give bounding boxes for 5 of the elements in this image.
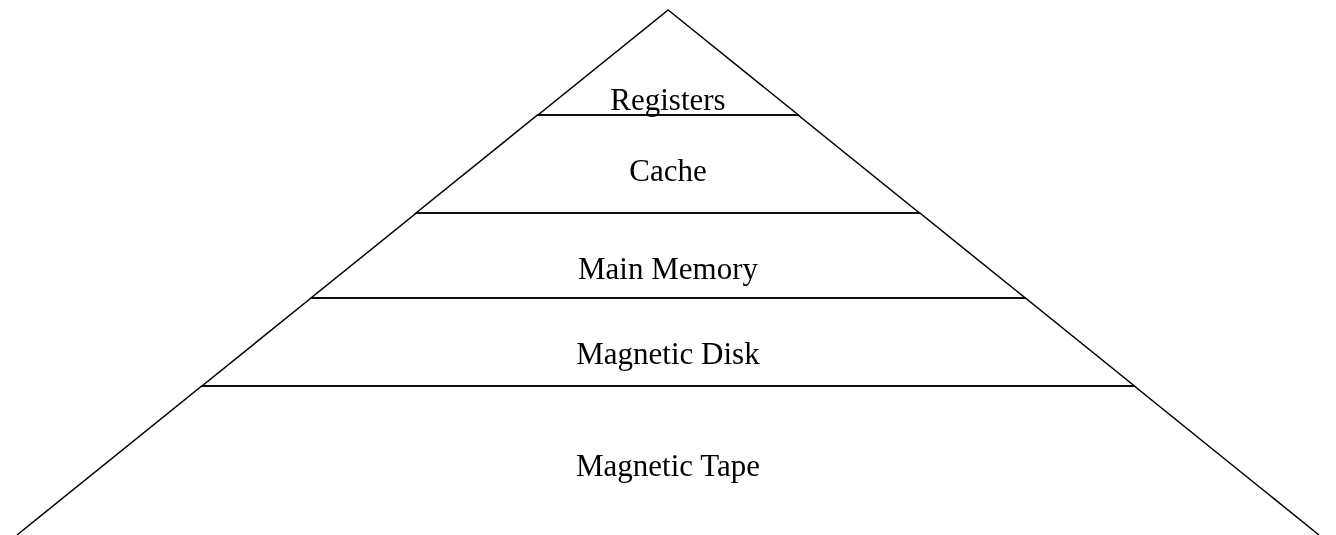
tier-label: Main Memory: [578, 253, 758, 284]
tier-label: Magnetic Tape: [575, 450, 761, 481]
tier-label: Registers: [610, 84, 726, 115]
tier-label: Magnetic Disk: [576, 338, 760, 369]
tier-label: Cache: [629, 155, 707, 186]
